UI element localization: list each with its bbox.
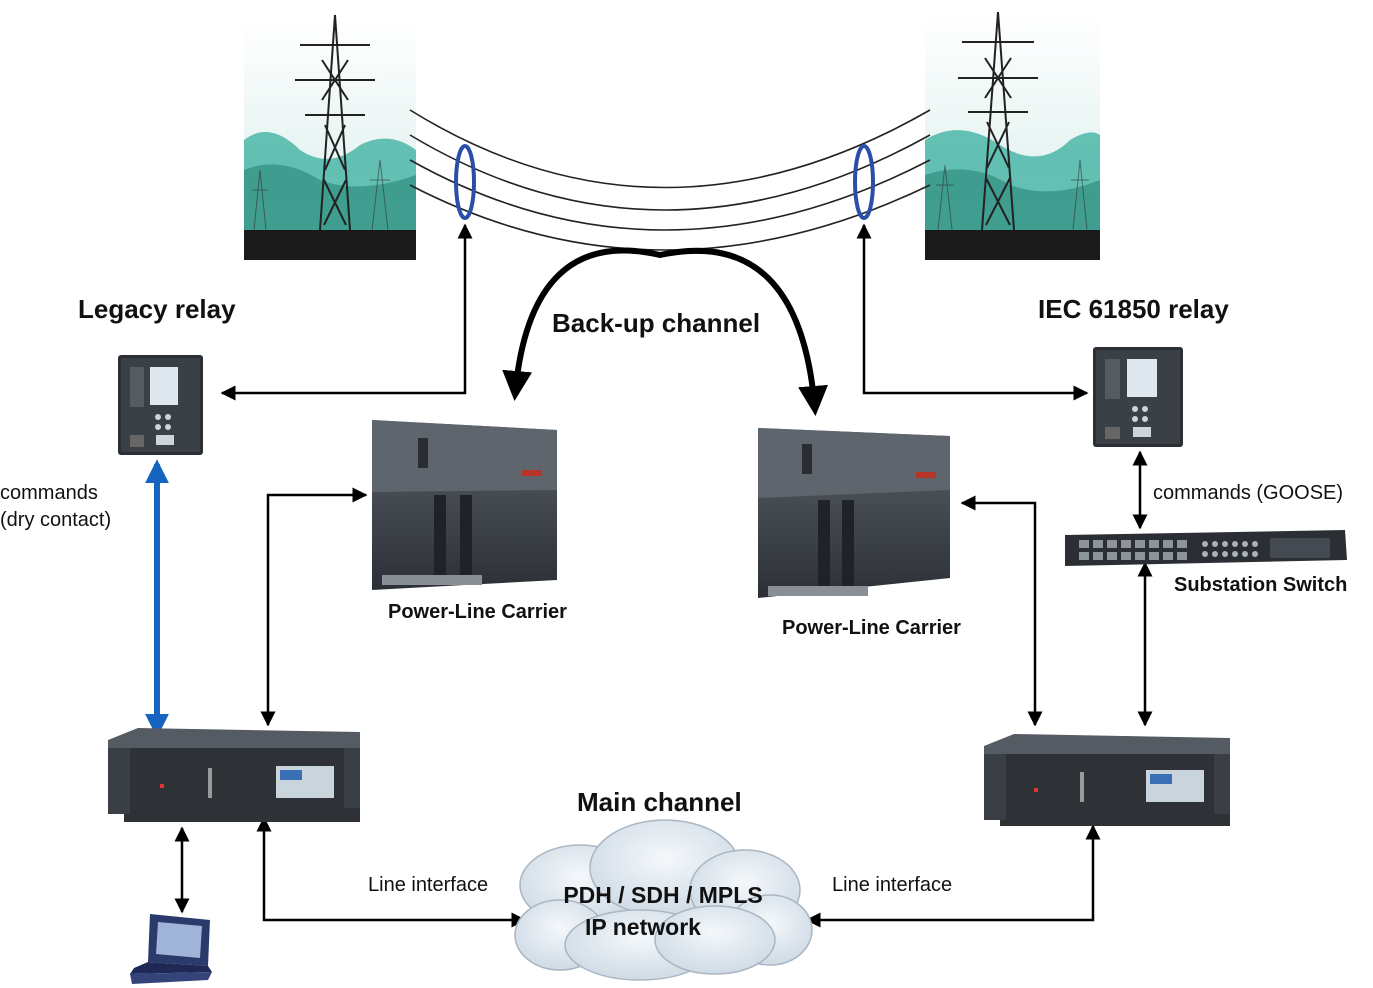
- plc-left-label: Power-Line Carrier: [388, 601, 567, 623]
- arrow-mux-left-to-cloud: [256, 816, 527, 928]
- protection-relay-icon: [1093, 347, 1183, 447]
- legacy-relay-label: Legacy relay: [78, 294, 236, 324]
- network-label-line1: PDH / SDH / MPLS: [563, 882, 763, 908]
- left-tower-scene: [244, 14, 416, 260]
- arrow-plc-right-to-mux: [960, 495, 1043, 727]
- power-lines: [409, 109, 931, 251]
- substation-switch-icon: [1065, 530, 1347, 566]
- arrow-iec-relay-to-line: [856, 223, 1089, 401]
- iec-relay-label: IEC 61850 relay: [1038, 294, 1229, 324]
- substation-switch-label: Substation Switch: [1174, 574, 1348, 596]
- commands-dry-label-line2: (dry contact): [0, 509, 112, 531]
- right-tower-scene: [925, 11, 1100, 260]
- laptop-icon: [130, 914, 212, 984]
- arrow-legacy-relay-to-line: [220, 223, 473, 401]
- power-line-carrier-rack-icon: [372, 420, 557, 590]
- main-channel-label: Main channel: [577, 787, 742, 817]
- commands-dry-label-line1: commands: [0, 482, 98, 504]
- network-label-line2: IP network: [585, 914, 701, 940]
- transmission-tower-icon: [958, 11, 1038, 231]
- coupler-ring-left: [454, 144, 476, 220]
- power-line-carrier-rack-icon: [758, 428, 950, 598]
- line-interface-left-label: Line interface: [368, 874, 489, 896]
- backup-channel-arrow: [502, 247, 829, 416]
- arrow-plc-left-to-mux: [260, 487, 368, 727]
- arrow-mux-right-to-cloud: [805, 824, 1101, 928]
- teleprotection-multiplexer-icon: [108, 728, 360, 822]
- protection-relay-icon: [118, 355, 203, 455]
- line-interface-right-label: Line interface: [832, 874, 953, 896]
- commands-goose-label: commands (GOOSE): [1153, 482, 1344, 504]
- transmission-tower-icon: [295, 14, 375, 231]
- backup-channel-label: Back-up channel: [552, 308, 761, 338]
- teleprotection-multiplexer-icon: [984, 734, 1230, 826]
- coupler-ring-right: [853, 144, 875, 220]
- plc-right-label: Power-Line Carrier: [782, 617, 961, 639]
- network-cloud-icon: [514, 819, 813, 981]
- connection-arrows: [174, 223, 1153, 928]
